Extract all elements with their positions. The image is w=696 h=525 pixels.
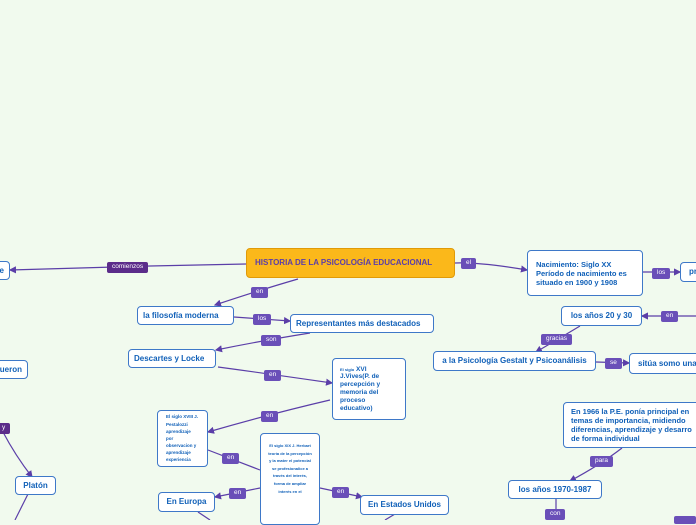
link-label-los-representantes: los (253, 314, 272, 325)
link-label-el: el (461, 258, 477, 269)
node-left-e-partial[interactable]: e (0, 261, 10, 280)
link-label-y: y (0, 423, 11, 434)
link-label-en-siglo-xix: en (222, 453, 240, 464)
node-situa-somo[interactable]: sitúa somo una (629, 353, 696, 374)
node-en-1966[interactable]: En 1966 la P.E. ponía principal en temas… (563, 402, 696, 448)
node-siglo-xvi[interactable]: El siglo XVI J.Vives(P. de percepción y … (332, 358, 406, 420)
link-label-en-siglo-xviii: en (261, 411, 279, 422)
link-label-comienzos: comienzos (107, 262, 149, 273)
link-label-en-siglo-xvi: en (264, 370, 282, 381)
link-label-se: se (605, 358, 622, 369)
node-filosofia-moderna[interactable]: la filosofía moderna (137, 306, 234, 325)
node-siglo-xix[interactable]: El siglo XIX J. Herbart teoría de la per… (260, 433, 320, 525)
node-gestalt[interactable]: a la Psicología Gestalt y Psicoanálisis (433, 351, 596, 371)
node-pr-partial[interactable]: pr (680, 262, 696, 282)
node-anos-20-30[interactable]: los años 20 y 30 (561, 306, 642, 326)
node-estados-unidos[interactable]: En Estados Unidos (360, 495, 449, 515)
node-left-fueron-partial[interactable]: fueron (0, 360, 28, 379)
node-siglo-xviii[interactable]: El siglo XVIII J. Pestalozzi aprendizaje… (157, 410, 208, 467)
node-descartes-locke[interactable]: Descartes y Locke (128, 349, 216, 368)
node-platon[interactable]: Platón (15, 476, 56, 495)
link-label-partial-bottom-right (674, 516, 696, 524)
link-label-en-europa: en (229, 488, 247, 499)
node-nacimiento[interactable]: Nacimiento: Siglo XX Período de nacimien… (527, 250, 643, 296)
link-label-con: con (545, 509, 566, 520)
node-anos-1970-1987[interactable]: los años 1970-1987 (508, 480, 602, 499)
link-label-son: son (261, 335, 282, 346)
root-title: HISTORIA DE LA PSICOLOGÍA EDUCACIONAL (255, 258, 433, 268)
root-node-historia[interactable]: HISTORIA DE LA PSICOLOGÍA EDUCACIONAL (246, 248, 455, 278)
link-label-para: para (590, 456, 614, 467)
link-label-los-nacimiento: los (652, 268, 671, 279)
link-label-gracias: gracias (541, 334, 572, 345)
link-label-en-anos-20: en (661, 311, 679, 322)
node-representantes[interactable]: Representantes más destacados (290, 314, 434, 333)
link-label-en-estados-unidos: en (332, 487, 350, 498)
node-en-europa[interactable]: En Europa (158, 492, 215, 512)
link-label-en-filosofia: en (251, 287, 269, 298)
